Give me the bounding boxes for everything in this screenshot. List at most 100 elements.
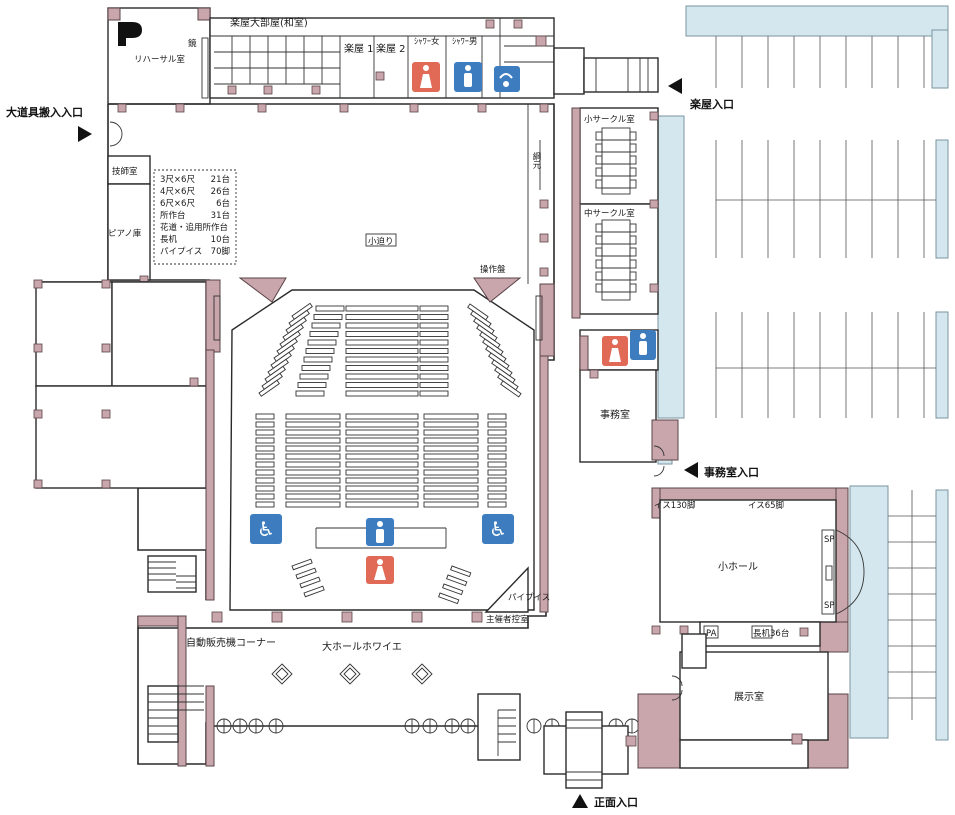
seat-row [345, 477, 419, 484]
seat-row [487, 493, 507, 500]
seat-row [311, 322, 341, 329]
seat-row [299, 576, 321, 589]
seat-row [345, 322, 419, 329]
seat-row [423, 485, 479, 492]
male-wc-icon [366, 518, 394, 546]
female-wc-icon [366, 556, 394, 584]
seat-row [295, 567, 317, 580]
backstage-band [107, 7, 659, 105]
auditorium: ♿ ♿ [205, 277, 555, 623]
seat-row [423, 445, 479, 452]
inventory-item: パイプイス [160, 247, 202, 257]
seat-row [345, 390, 419, 397]
seat-row [419, 356, 449, 363]
shower-m-label: ｼｬﾜｰ男 [452, 37, 478, 47]
seat-row [487, 437, 507, 444]
seat-row [301, 365, 331, 371]
female-wc-icon [602, 336, 628, 366]
office-entrance-label: 事務室入口 [704, 465, 759, 479]
seat-row [345, 437, 419, 444]
inventory-count: 6台 [216, 198, 230, 209]
seat-row [446, 574, 468, 587]
dressing2-label: 楽屋 2 [376, 42, 406, 55]
parking-lot-middle [657, 115, 949, 419]
small-lift-label: 小迫り [368, 236, 394, 247]
seat-row [423, 413, 479, 420]
seat-row [487, 485, 507, 492]
seat-row [419, 348, 449, 354]
seat-row [313, 314, 343, 320]
small-circle-label: 小サークル室 [584, 114, 635, 125]
seat-row [487, 421, 507, 428]
seat-row [345, 461, 419, 468]
seat-row [255, 437, 275, 444]
small-hall [651, 487, 865, 653]
seat-row [345, 382, 419, 388]
seat-row [345, 485, 419, 492]
exhibit-label: 展示室 [734, 690, 764, 703]
seat-row [419, 382, 449, 388]
spot1-label: SP [824, 535, 835, 545]
seat-row [285, 493, 341, 500]
inventory-count: 31台 [211, 210, 230, 221]
inventory-item: 所作台 [160, 210, 186, 221]
right-wing [571, 107, 679, 463]
seat-row [487, 453, 507, 460]
seat-row [255, 453, 275, 460]
seat-row [500, 380, 522, 398]
seat-row [255, 469, 275, 476]
main-entrance-arrow [572, 794, 588, 808]
seat-row [345, 331, 419, 337]
pa-label: PA [706, 629, 717, 639]
parking-icon [118, 22, 142, 46]
seat-row [345, 305, 419, 312]
seat-row [255, 493, 275, 500]
dressing-entrance-arrow [668, 78, 682, 94]
seat-row [299, 373, 329, 380]
seat-row [345, 413, 419, 420]
props-entrance-arrow [78, 126, 92, 142]
inventory-count: 10台 [211, 234, 230, 245]
seat-row [423, 501, 479, 508]
inventory-item: 長机 [160, 234, 178, 245]
seat-row [423, 477, 479, 484]
accessible-wc-icon [482, 514, 514, 544]
seat-row [345, 314, 419, 320]
seat-row [345, 493, 419, 500]
seat-row [285, 429, 341, 436]
seat-row [423, 453, 479, 460]
foyer-label: 大ホールホワイエ [322, 640, 402, 653]
seat-row [345, 469, 419, 476]
small-hall-label: 小ホール [718, 561, 758, 573]
seat-row [419, 365, 449, 371]
seat-row [487, 469, 507, 476]
fly-label: 綱元 [531, 151, 541, 170]
seat-row [419, 305, 449, 312]
piano-room-label: ピアノ庫 [108, 228, 142, 239]
seat-row [255, 413, 275, 420]
seat-row [297, 382, 327, 388]
seat-row [303, 585, 325, 598]
seat-row [285, 413, 341, 420]
female-wc-icon [412, 62, 440, 92]
seat-row [442, 583, 464, 596]
svg-text:♿: ♿ [257, 517, 275, 541]
main-entrance-label: 正面入口 [594, 796, 638, 809]
shower-icon [494, 66, 520, 92]
seat-row [255, 421, 275, 428]
parking-lot-upper [685, 5, 949, 89]
seat-row [345, 445, 419, 452]
seat-row [258, 379, 280, 397]
seat-row [285, 477, 341, 484]
seat-row [295, 390, 325, 397]
seat-row [345, 453, 419, 460]
big-dressing-label: 楽屋大部屋(和室) [230, 16, 308, 29]
seat-row [285, 501, 341, 508]
seat-row [345, 373, 419, 380]
seat-row [423, 421, 479, 428]
inventory-count: 70脚 [211, 246, 230, 257]
mid-circle-label: 中サークル室 [584, 208, 635, 219]
seat-row [419, 331, 449, 337]
seat-row [345, 348, 419, 354]
